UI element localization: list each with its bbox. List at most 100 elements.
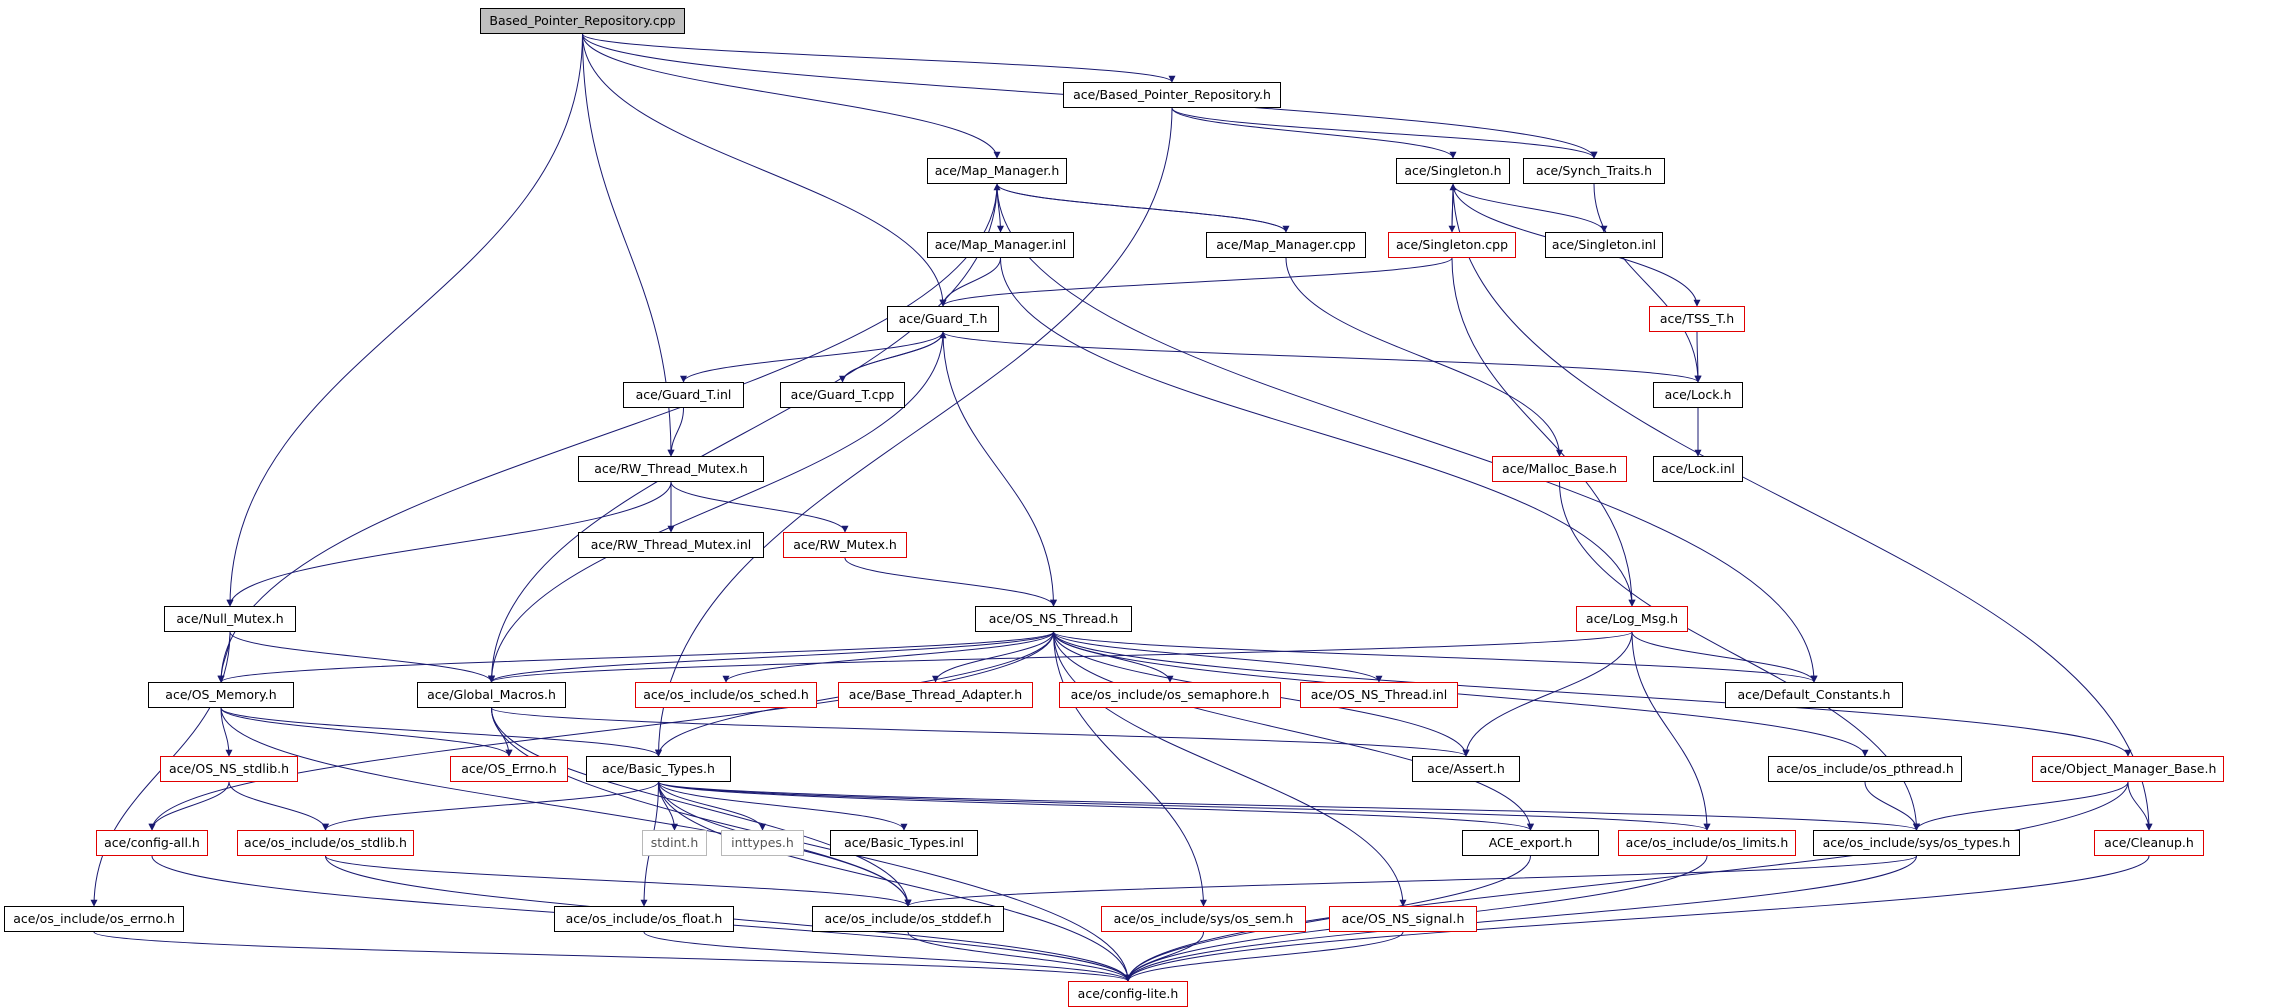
edge-singcpp-to-logmsg (1451, 257, 1636, 607)
node-osnstinl[interactable]: ace/OS_NS_Thread.inl (1300, 682, 1458, 708)
node-oslimits[interactable]: ace/os_include/os_limits.h (1618, 830, 1796, 856)
edge-globm-to-osstddef (491, 707, 912, 907)
node-osnsstdlib[interactable]: ace/OS_NS_stdlib.h (160, 756, 298, 782)
edge-oserrnoh-to-configlite (93, 931, 1132, 982)
edge-pthread-to-systypes (1864, 781, 1920, 831)
edge-osmem-to-basict (220, 707, 662, 757)
edge-mmh-to-mmcpp (996, 183, 1290, 233)
edge-osnsth-to-ossem (1053, 631, 1174, 683)
edge-guardh-to-guardcpp (839, 331, 944, 383)
node-basethr[interactable]: ace/Base_Thread_Adapter.h (838, 682, 1033, 708)
edge-objmgr-to-configlite (1124, 781, 2129, 982)
node-rwmh[interactable]: ace/RW_Mutex.h (783, 532, 907, 558)
node-lockinl[interactable]: ace/Lock.inl (1653, 456, 1743, 482)
node-mminl[interactable]: ace/Map_Manager.inl (927, 232, 1074, 258)
edge-basict-to-oslimits (658, 781, 1711, 831)
edge-nullmh-to-globm (229, 631, 495, 683)
edge-osnsth-to-syssem (1053, 631, 1207, 907)
edge-objmgr-to-cleanup (2127, 781, 2153, 831)
node-osstddef[interactable]: ace/os_include/os_stddef.h (812, 906, 1004, 932)
node-mallocb[interactable]: ace/Malloc_Base.h (1492, 456, 1627, 482)
edge-mmcpp-to-mallocb (1285, 257, 1563, 457)
node-basicinl[interactable]: ace/Basic_Types.inl (830, 830, 978, 856)
edge-guardinl-to-rwtmh (667, 407, 684, 457)
edge-tssh-to-lockh (1694, 331, 1702, 383)
node-nullmh[interactable]: ace/Null_Mutex.h (164, 606, 296, 632)
node-configall[interactable]: ace/config-all.h (96, 830, 208, 856)
edge-guardh-to-guardinl (680, 331, 944, 383)
edge-osstdlib-to-osstddef (325, 855, 912, 907)
node-defconst[interactable]: ace/Default_Constants.h (1725, 682, 1903, 708)
node-osstdlib[interactable]: ace/os_include/os_stdlib.h (237, 830, 414, 856)
node-mmcpp[interactable]: ace/Map_Manager.cpp (1206, 232, 1366, 258)
edge-objmgr-to-systypes (1913, 781, 2129, 831)
edge-singh-to-singcpp (1448, 183, 1456, 233)
node-singinl[interactable]: ace/Singleton.inl (1545, 232, 1663, 258)
edge-osnsth-to-osnssignal (1053, 631, 1407, 907)
node-inttypes[interactable]: inttypes.h (721, 830, 804, 856)
node-oserrnoh[interactable]: ace/os_include/os_errno.h (4, 906, 184, 932)
edge-osnsth-to-osmem (217, 631, 1054, 683)
node-syssem[interactable]: ace/os_include/sys/os_sem.h (1101, 906, 1306, 932)
edge-basict-to-stdint (658, 781, 678, 831)
edge-root-to-guardh (582, 33, 947, 307)
node-synch[interactable]: ace/Synch_Traits.h (1523, 158, 1665, 184)
node-stdint[interactable]: stdint.h (642, 830, 707, 856)
edge-basict-to-inttypes (658, 781, 766, 831)
node-oserrno[interactable]: ace/OS_Errno.h (450, 756, 568, 782)
node-bprh[interactable]: ace/Based_Pointer_Repository.h (1063, 82, 1281, 108)
node-ossem[interactable]: ace/os_include/os_semaphore.h (1059, 682, 1281, 708)
edge-osnssignal-to-configlite (1124, 931, 1404, 982)
edge-basict-to-configlite (658, 781, 1132, 982)
node-osnssignal[interactable]: ace/OS_NS_signal.h (1329, 906, 1477, 932)
node-guardinl[interactable]: ace/Guard_T.inl (623, 382, 744, 408)
node-osfloat[interactable]: ace/os_include/os_float.h (554, 906, 734, 932)
edge-mmh-to-mminl (996, 183, 1004, 233)
edge-singh-to-singinl (1452, 183, 1608, 233)
edge-singh-to-cleanup (1452, 183, 2153, 831)
edge-guardcpp-to-guardh (842, 331, 947, 383)
edge-osnsth-to-globm (488, 631, 1054, 683)
node-systypes[interactable]: ace/os_include/sys/os_types.h (1813, 830, 2020, 856)
node-cleanup[interactable]: ace/Cleanup.h (2094, 830, 2204, 856)
node-logmsg[interactable]: ace/Log_Msg.h (1576, 606, 1688, 632)
edge-osmem-to-oserrno (220, 707, 513, 757)
edge-systypes-to-osstddef (904, 855, 1917, 907)
edge-osnsth-to-basethr (932, 631, 1054, 683)
edge-guardh-to-osnsth (942, 331, 1057, 607)
edge-osnsstdlib-to-configall (148, 781, 230, 831)
edge-logmsg-to-oslimits (1631, 631, 1711, 831)
node-guardcpp[interactable]: ace/Guard_T.cpp (780, 382, 905, 408)
node-root[interactable]: Based_Pointer_Repository.cpp (480, 8, 685, 34)
edge-root-to-mmh (582, 33, 1001, 159)
node-rwtmh[interactable]: ace/RW_Thread_Mutex.h (578, 456, 764, 482)
node-ossched[interactable]: ace/os_include/os_sched.h (635, 682, 817, 708)
node-mmh[interactable]: ace/Map_Manager.h (927, 158, 1067, 184)
edge-basict-to-osstdlib (322, 781, 659, 831)
edge-osnsstdlib-to-osstdlib (228, 781, 329, 831)
node-globm[interactable]: ace/Global_Macros.h (417, 682, 566, 708)
edge-bprh-to-synch (1171, 107, 1598, 159)
node-osmem[interactable]: ace/OS_Memory.h (148, 682, 294, 708)
node-lockh[interactable]: ace/Lock.h (1653, 382, 1743, 408)
node-basict[interactable]: ace/Basic_Types.h (586, 756, 731, 782)
edge-osmem-to-osnsstdlib (220, 707, 233, 757)
node-singh[interactable]: ace/Singleton.h (1396, 158, 1510, 184)
node-guardh[interactable]: ace/Guard_T.h (887, 306, 999, 332)
node-asserth[interactable]: ace/Assert.h (1412, 756, 1520, 782)
edge-nullmh-to-osmem (217, 631, 231, 683)
node-singcpp[interactable]: ace/Singleton.cpp (1388, 232, 1516, 258)
node-aceexport[interactable]: ACE_export.h (1462, 830, 1599, 856)
node-objmgr[interactable]: ace/Object_Manager_Base.h (2032, 756, 2224, 782)
edge-root-to-nullmh (226, 33, 583, 607)
edge-osnsth-to-osnstinl (1053, 631, 1383, 683)
node-pthread[interactable]: ace/os_include/os_pthread.h (1768, 756, 1962, 782)
node-rwtminl[interactable]: ace/RW_Thread_Mutex.inl (578, 532, 764, 558)
node-osnsth[interactable]: ace/OS_NS_Thread.h (975, 606, 1132, 632)
edge-osnsth-to-aceexport (1053, 631, 1534, 831)
edge-root-to-bprh (582, 33, 1176, 83)
node-configlite[interactable]: ace/config-lite.h (1068, 981, 1188, 1007)
edge-osnsth-to-configall (148, 631, 1054, 831)
node-tssh[interactable]: ace/TSS_T.h (1649, 306, 1745, 332)
